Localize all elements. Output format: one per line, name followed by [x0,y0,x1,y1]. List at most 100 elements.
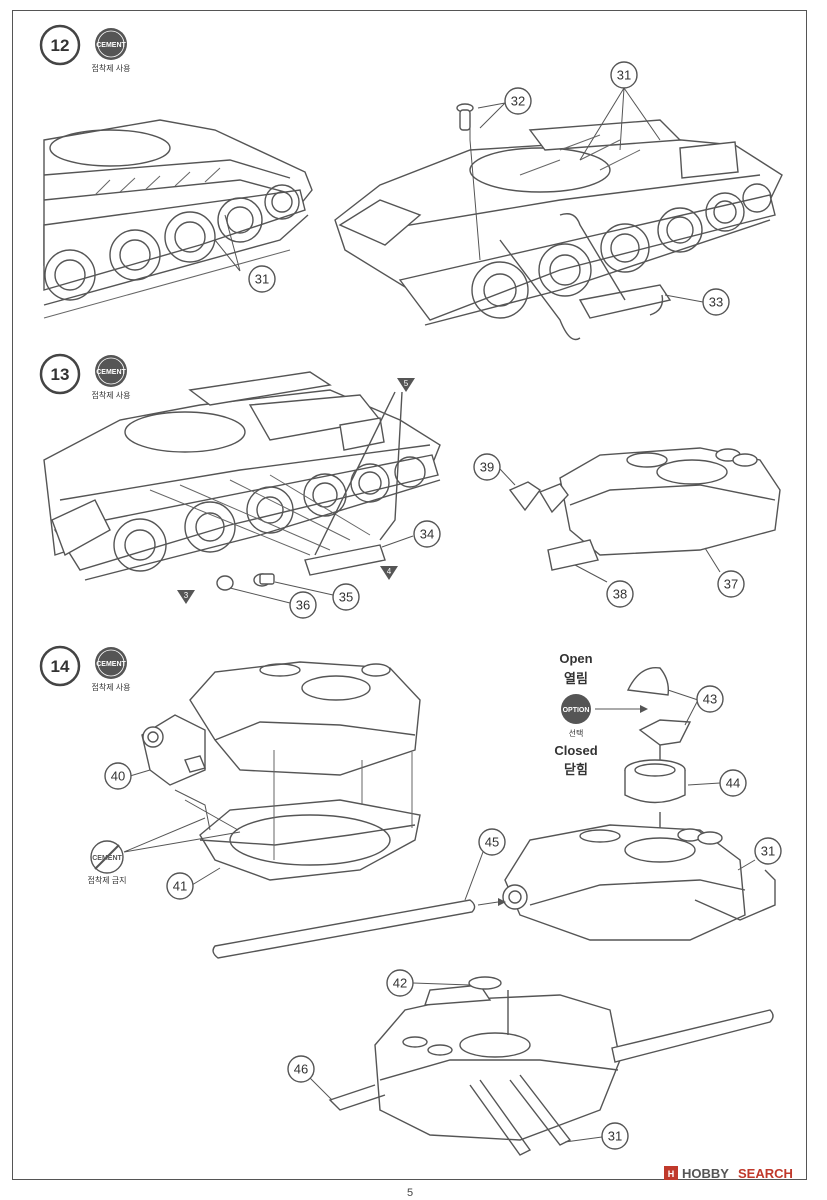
option-closed-ko: 닫힘 [564,762,588,777]
svg-text:38: 38 [613,586,627,601]
svg-text:34: 34 [420,526,434,541]
final-handles-31 [469,1074,572,1156]
step-14-turret-assembled [502,824,776,941]
svg-text:OPTION: OPTION [563,707,590,714]
svg-text:13: 13 [51,365,70,384]
svg-text:31: 31 [617,67,631,82]
part-36-shape [216,575,234,591]
callout-41: 41 [166,872,194,900]
callout-33: 33 [702,288,730,316]
no-cement-icon: CEMENT [90,840,124,874]
step-13-badge: 13 [39,353,81,395]
part-32-shape [456,103,474,131]
part-35-shape [253,573,275,587]
svg-text:H: H [668,1169,675,1179]
part-44-shape [624,759,686,804]
option-badge-ko: 선택 [569,728,584,738]
callout-31d: 31 [601,1122,629,1150]
marker-5: 5 [397,378,415,392]
callout-44: 44 [719,769,747,797]
step-12-badge: 12 [39,24,81,66]
svg-text:37: 37 [724,576,738,591]
svg-text:46: 46 [294,1061,308,1076]
step-14-badge: 14 [39,645,81,687]
svg-text:CEMENT: CEMENT [96,369,126,376]
option-open-ko: 열림 [564,671,588,686]
callout-46: 46 [287,1055,315,1083]
svg-text:32: 32 [511,93,525,108]
callout-36: 36 [289,591,317,619]
svg-text:31: 31 [255,271,269,286]
page-number: 5 [407,1187,413,1199]
leader-41 [191,867,221,886]
step-12-hull-right [334,119,783,341]
leader-34 [381,535,414,548]
marker-4: 4 [380,566,398,580]
callout-42: 42 [386,969,414,997]
svg-text:5: 5 [404,379,409,388]
leader-42 [412,982,471,986]
svg-text:31: 31 [608,1128,622,1143]
callout-31c: 31 [754,837,782,865]
svg-text:35: 35 [339,589,353,604]
callout-35: 35 [332,583,360,611]
leader-40 [129,769,151,777]
page-frame [12,10,807,1180]
leader-31a [214,214,241,272]
callout-37: 37 [717,570,745,598]
step-12-cement-note: 접착제 사용 [91,63,130,73]
option-closed-label: Closed [554,743,597,758]
leader-32 [477,102,506,129]
step-13-turret [508,447,781,571]
callout-31a: 31 [248,265,276,293]
step-12-cement-icon: CEMENT [95,28,127,60]
leader-35 [274,581,334,596]
svg-text:3: 3 [184,591,189,600]
svg-text:CEMENT: CEMENT [96,42,126,49]
svg-text:40: 40 [111,768,125,783]
callout-34: 34 [413,520,441,548]
callout-43: 43 [696,685,724,713]
watermark-logo: H HOBBY SEARCH [664,1166,793,1181]
leader-36 [229,587,291,604]
leader-33 [664,294,704,303]
step-13-cement-icon: CEMENT [95,355,127,387]
marker-3: 3 [177,590,195,604]
step-14-cement-icon: CEMENT [95,647,127,679]
leader-31d [564,1136,603,1143]
part-46-handle [328,1084,386,1111]
leader-39 [499,468,516,486]
option-open-label: Open [559,651,592,666]
leader-31c [737,859,756,871]
svg-text:42: 42 [393,975,407,990]
leader-31b [579,87,661,161]
no-cement-note: 접착제 금지 [87,875,126,885]
assembly-lines [273,750,413,860]
svg-text:43: 43 [703,691,717,706]
svg-text:14: 14 [51,657,70,676]
svg-text:39: 39 [480,459,494,474]
step-12-hull-left [43,119,313,319]
callout-39: 39 [473,453,501,481]
svg-text:36: 36 [296,597,310,612]
leader-46 [309,1077,333,1101]
svg-text:33: 33 [709,294,723,309]
svg-text:31: 31 [761,843,775,858]
callout-38: 38 [606,580,634,608]
callout-45: 45 [478,828,506,856]
option-arrow-head [640,705,648,713]
svg-text:44: 44 [726,775,740,790]
option-badge: OPTION [561,694,591,724]
leader-43 [667,689,699,726]
final-turret [374,976,774,1141]
leader-44 [687,782,721,786]
svg-text:HOBBY: HOBBY [682,1166,729,1181]
no-cement-leaders [123,817,241,853]
svg-text:SEARCH: SEARCH [738,1166,793,1181]
leader-37 [704,547,721,573]
callout-32: 32 [504,87,532,115]
svg-text:45: 45 [485,834,499,849]
step-14-turret-upper [141,661,421,786]
